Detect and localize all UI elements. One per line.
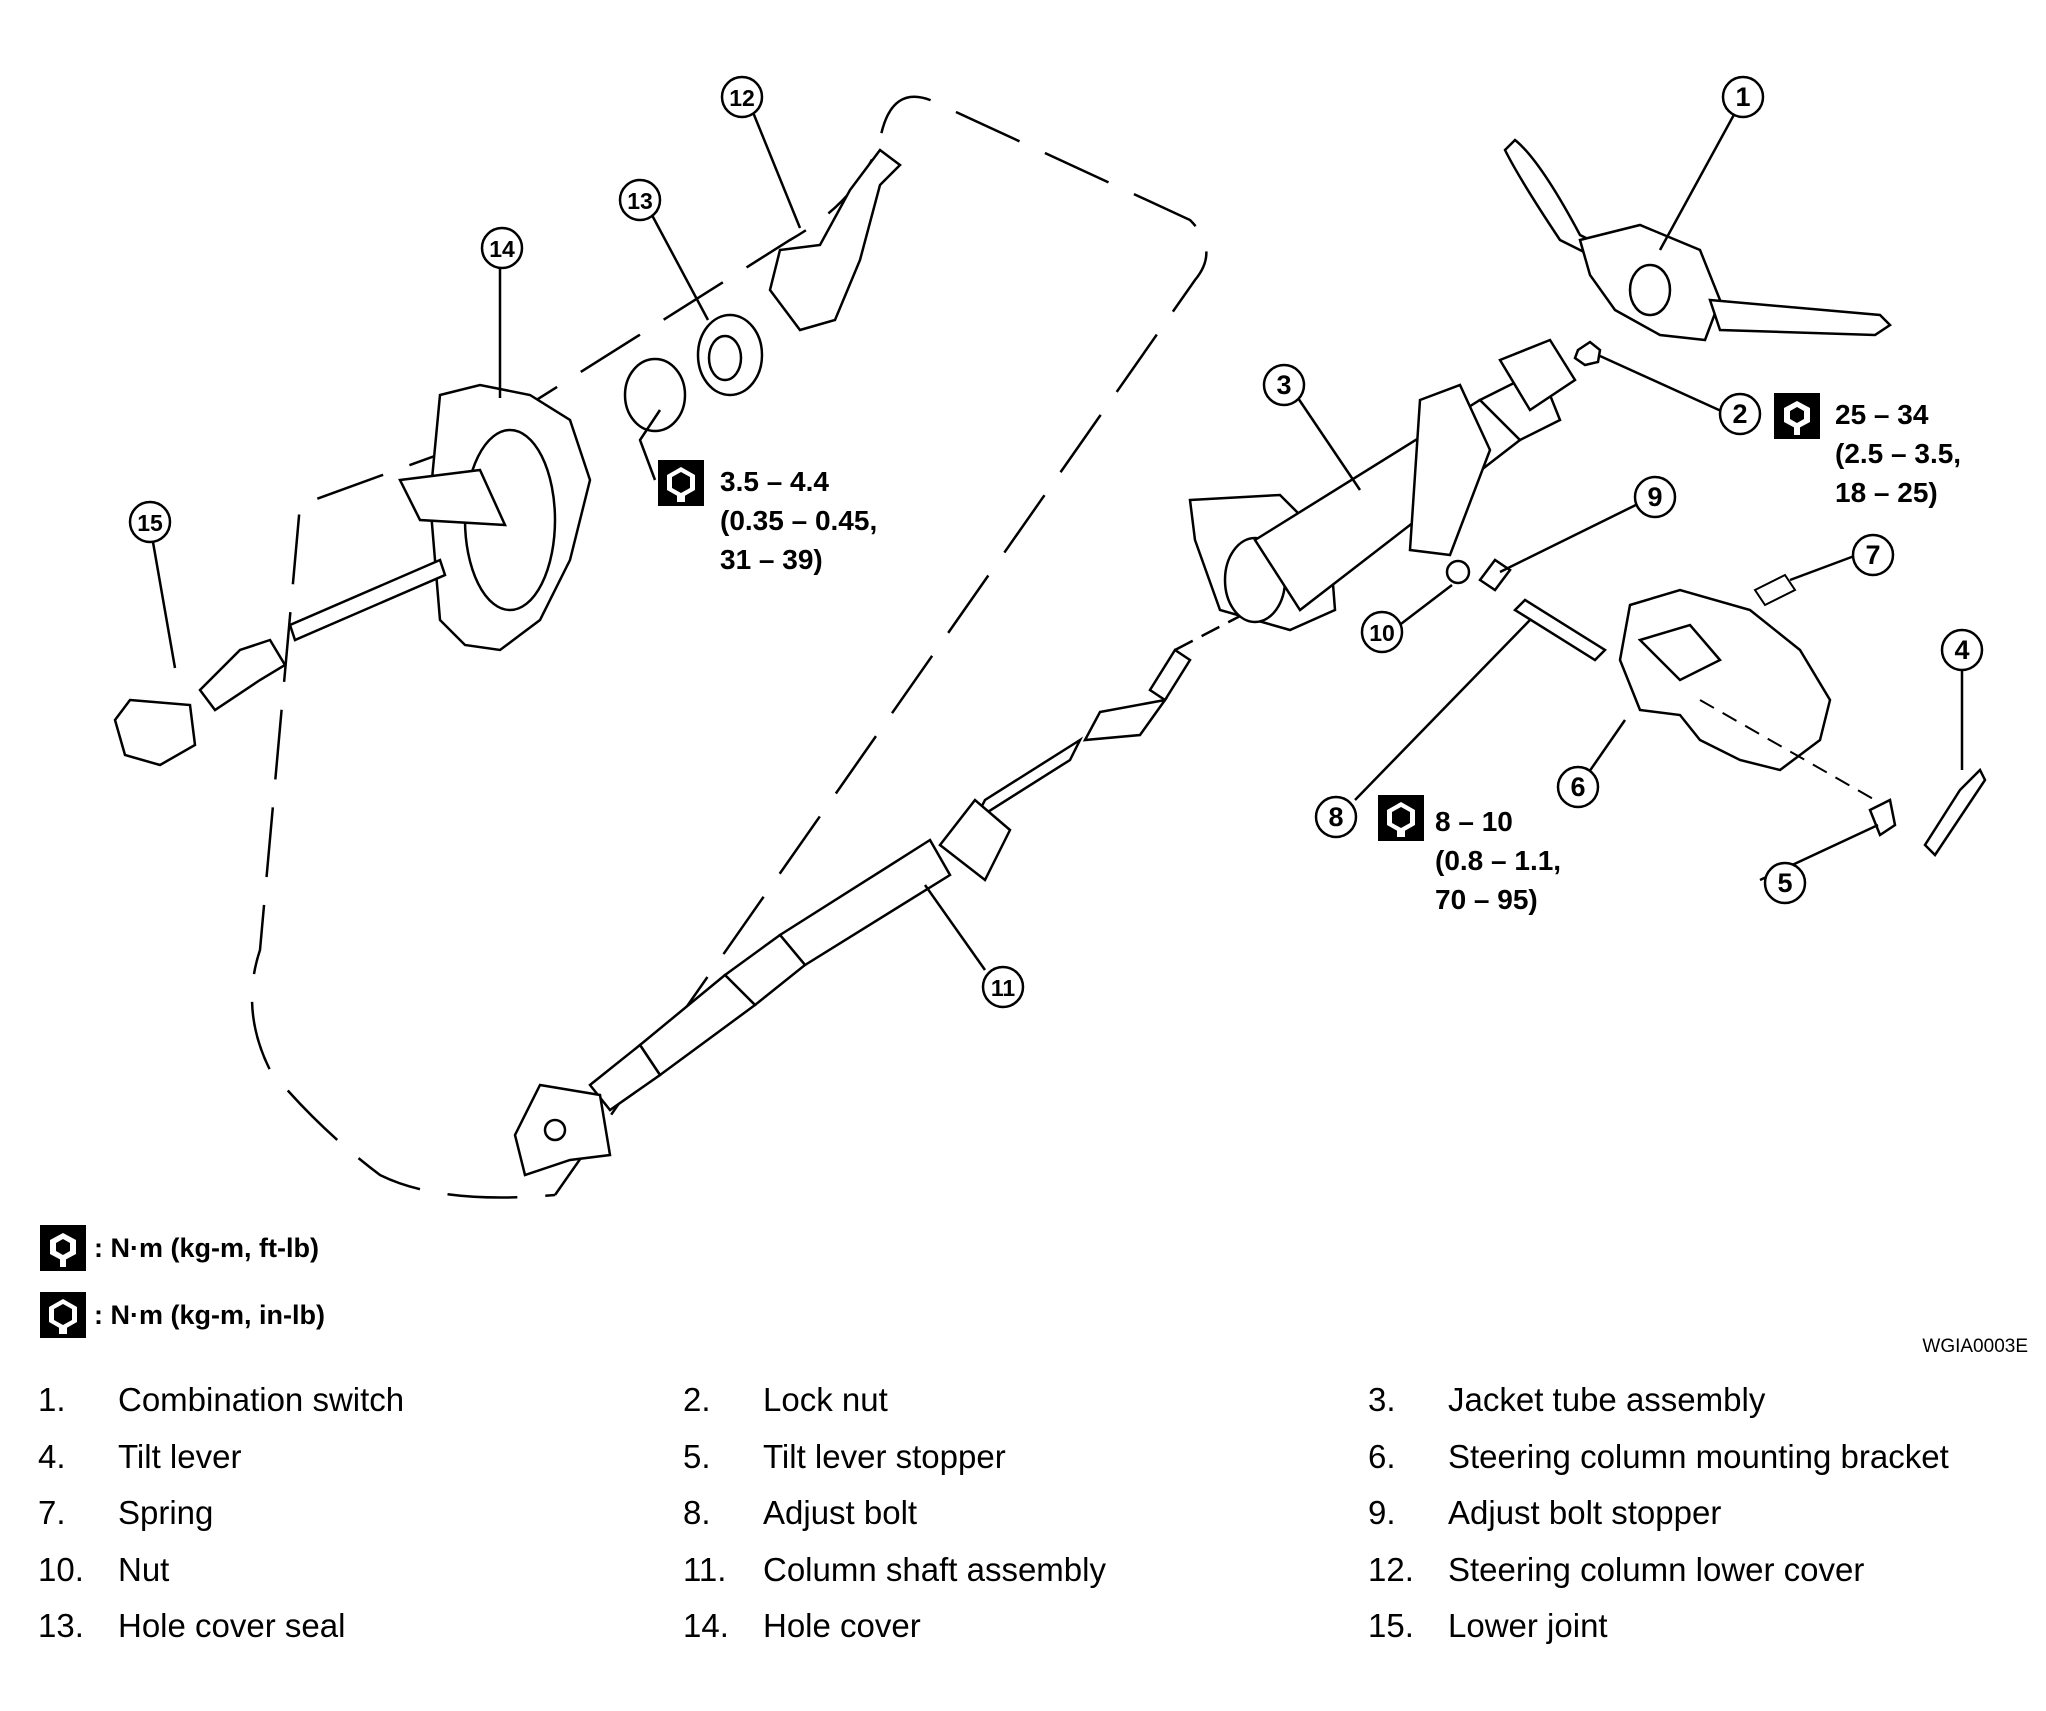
adjust-bolt-stopper (1478, 558, 1512, 592)
steering-column-lower-cover (768, 148, 902, 332)
callout-1: 1 (1721, 75, 1765, 119)
list-item: 9.Adjust bolt stopper (1368, 1494, 1722, 1532)
torque-spec-clamp: 3.5 – 4.4 (0.35 – 0.45, 31 – 39) (658, 460, 877, 575)
svg-text:13: 13 (627, 188, 653, 214)
svg-text:12: 12 (729, 85, 755, 111)
svg-text:1: 1 (1735, 82, 1750, 112)
svg-text:25 – 34: 25 – 34 (1835, 399, 1929, 430)
legend-ftlb: : N·m (kg-m, ft-lb) (40, 1222, 319, 1274)
combination-switch (1503, 138, 1892, 342)
torque-wrench-inlb-icon (40, 1292, 86, 1338)
svg-text:(0.8 – 1.1,: (0.8 – 1.1, (1435, 845, 1561, 876)
callout-11: 11 (981, 965, 1025, 1009)
torque-wrench-ftlb-icon (40, 1225, 86, 1271)
legend-inlb: : N·m (kg-m, in-lb) (40, 1289, 325, 1341)
list-item: 13.Hole cover seal (38, 1607, 346, 1645)
figure-id: WGIA0003E (1922, 1336, 2028, 1357)
list-item: 2.Lock nut (683, 1381, 888, 1419)
callout-8: 8 (1314, 795, 1358, 839)
torque-wrench-inlb-icon (658, 460, 704, 506)
svg-text:7: 7 (1865, 540, 1880, 570)
svg-text:18 – 25): 18 – 25) (1835, 477, 1938, 508)
parts-list: 1.Combination switch 2.Lock nut 3.Jacket… (38, 1372, 2038, 1655)
list-item: 14.Hole cover (683, 1607, 921, 1645)
parts-list-row: 1.Combination switch 2.Lock nut 3.Jacket… (38, 1372, 2038, 1429)
svg-text:(2.5 – 3.5,: (2.5 – 3.5, (1835, 438, 1961, 469)
list-item: 5.Tilt lever stopper (683, 1437, 1006, 1475)
svg-text:14: 14 (489, 236, 515, 262)
svg-text:8 – 10: 8 – 10 (1435, 806, 1513, 837)
svg-text:3.5 – 4.4: 3.5 – 4.4 (720, 466, 829, 497)
assembly-boundary-outline (250, 95, 1208, 1199)
callout-14: 14 (480, 226, 524, 270)
svg-text:4: 4 (1954, 635, 1969, 665)
adjust-bolt (1513, 598, 1607, 662)
parts-list-row: 4.Tilt lever 5.Tilt lever stopper 6.Stee… (38, 1429, 2038, 1486)
jacket-tube-assembly (1188, 338, 1577, 632)
list-item: 1.Combination switch (38, 1381, 405, 1419)
callout-15: 15 (128, 500, 172, 544)
legend-inlb-label: : N·m (kg-m, in-lb) (94, 1299, 325, 1330)
callout-3: 3 (1262, 363, 1306, 407)
spring (1753, 573, 1797, 607)
callout-4: 4 (1940, 628, 1984, 672)
list-item: 3.Jacket tube assembly (1368, 1381, 1766, 1419)
svg-text:31 – 39): 31 – 39) (720, 544, 823, 575)
list-item: 12.Steering column lower cover (1368, 1550, 1865, 1588)
svg-text:70 – 95): 70 – 95) (1435, 884, 1538, 915)
svg-text:8: 8 (1328, 802, 1343, 832)
svg-text:9: 9 (1647, 482, 1662, 512)
torque-spec-adjust-bolt: 8 – 10 (0.8 – 1.1, 70 – 95) (1378, 795, 1561, 915)
callout-2: 2 (1718, 392, 1762, 436)
list-item: 7.Spring (38, 1494, 214, 1532)
torque-wrench-inlb-icon (1378, 795, 1424, 841)
tilt-lever-stopper (1868, 798, 1897, 837)
svg-text:11: 11 (991, 975, 1016, 1001)
hole-cover-seal (696, 313, 764, 397)
callout-9: 9 (1633, 475, 1677, 519)
callout-12: 12 (720, 75, 764, 119)
steering-column-mounting-bracket (1618, 588, 1832, 772)
list-item: 15.Lower joint (1368, 1607, 1608, 1645)
column-shaft-assembly (513, 648, 1192, 1177)
svg-text:3: 3 (1276, 370, 1291, 400)
legend-ftlb-label: : N·m (kg-m, ft-lb) (94, 1232, 319, 1263)
callout-13: 13 (618, 178, 662, 222)
callout-7: 7 (1851, 533, 1895, 577)
list-item: 11.Column shaft assembly (683, 1550, 1106, 1588)
torque-wrench-ftlb-icon (1774, 393, 1820, 439)
svg-text:(0.35 – 0.45,: (0.35 – 0.45, (720, 505, 877, 536)
parts-list-row: 10.Nut 11.Column shaft assembly 12.Steer… (38, 1542, 2038, 1599)
list-item: 6.Steering column mounting bracket (1368, 1437, 1949, 1475)
svg-text:5: 5 (1777, 868, 1792, 898)
svg-text:10: 10 (1369, 620, 1395, 646)
callout-10: 10 (1360, 610, 1404, 654)
parts-list-row: 13.Hole cover seal 14.Hole cover 15.Lowe… (38, 1598, 2038, 1655)
hole-cover (398, 383, 592, 652)
callout-6: 6 (1556, 765, 1600, 809)
parts-list-row: 7.Spring 8.Adjust bolt 9.Adjust bolt sto… (38, 1485, 2038, 1542)
list-item: 8.Adjust bolt (683, 1494, 918, 1532)
svg-text:6: 6 (1570, 772, 1585, 802)
svg-text:2: 2 (1732, 399, 1747, 429)
tilt-lever (1923, 767, 1987, 857)
torque-spec-lock-nut: 25 – 34 (2.5 – 3.5, 18 – 25) (1774, 393, 1961, 508)
list-item: 4.Tilt lever (38, 1437, 242, 1475)
nut (1445, 559, 1471, 585)
svg-text:15: 15 (137, 510, 163, 536)
leader-lines (148, 99, 1964, 971)
callout-5: 5 (1763, 861, 1807, 905)
clamp (623, 357, 687, 433)
lower-joint (113, 558, 447, 767)
steering-column-exploded-diagram: 1 2 3 4 5 6 7 8 9 10 11 12 (113, 75, 1987, 1199)
list-item: 10.Nut (38, 1550, 170, 1588)
lock-nut (1573, 340, 1602, 367)
